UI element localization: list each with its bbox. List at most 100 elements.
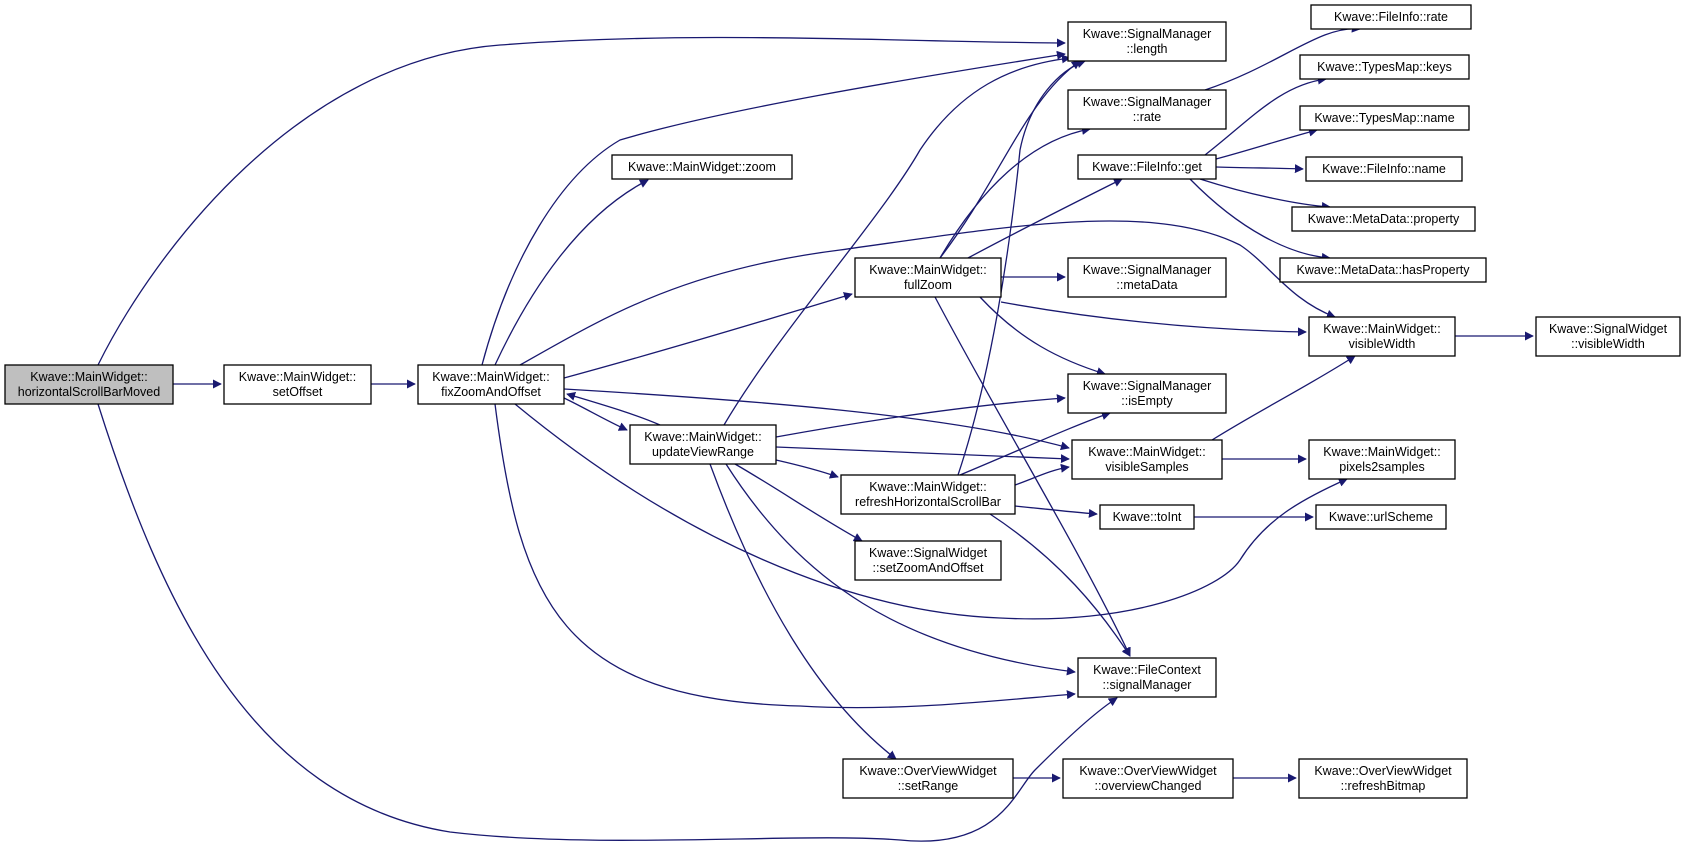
node-setRange[interactable]: Kwave::OverViewWidget::setRange <box>842 758 1014 799</box>
node-fiGet[interactable]: Kwave::FileInfo::get <box>1077 154 1217 180</box>
node-box[interactable] <box>854 540 1002 581</box>
node-label-line: ::overviewChanged <box>1094 779 1201 793</box>
node-box[interactable] <box>1305 156 1463 182</box>
node-fcSignalManager[interactable]: Kwave::FileContext::signalManager <box>1077 657 1217 698</box>
node-mdHasProperty[interactable]: Kwave::MetaData::hasProperty <box>1279 257 1487 283</box>
edge-fullZoom-to-visibleWidth <box>1000 301 1307 337</box>
node-pixels2samples[interactable]: Kwave::MainWidget::pixels2samples <box>1308 439 1456 480</box>
node-swVisibleWidth[interactable]: Kwave::SignalWidget::visibleWidth <box>1535 316 1681 357</box>
node-label-line: Kwave::SignalWidget <box>869 546 988 560</box>
node-box[interactable] <box>1071 439 1223 480</box>
node-label-line: Kwave::TypesMap::keys <box>1317 60 1452 74</box>
edge-fixZoom-to-zoom <box>494 179 649 366</box>
node-label-line: Kwave::MainWidget:: <box>869 480 986 494</box>
node-smMetaData[interactable]: Kwave::SignalManager::metaData <box>1067 257 1227 298</box>
node-label-line: ::rate <box>1133 110 1162 124</box>
node-tmKeys[interactable]: Kwave::TypesMap::keys <box>1299 54 1470 80</box>
node-fiRate[interactable]: Kwave::FileInfo::rate <box>1310 4 1472 30</box>
node-box[interactable] <box>1308 316 1456 357</box>
edge-fixZoom-to-visibleSamples <box>563 388 1070 451</box>
node-refreshBitmap[interactable]: Kwave::OverViewWidget::refreshBitmap <box>1298 758 1468 799</box>
node-overviewChanged[interactable]: Kwave::OverViewWidget::overviewChanged <box>1062 758 1234 799</box>
node-updateViewRange[interactable]: Kwave::MainWidget::updateViewRange <box>629 424 777 465</box>
node-label-line: pixels2samples <box>1339 460 1424 474</box>
node-fixZoom[interactable]: Kwave::MainWidget::fixZoomAndOffset <box>417 364 565 405</box>
edge-updateViewRange-to-visibleSamples <box>775 446 1070 464</box>
node-label-line: Kwave::OverViewWidget <box>859 764 997 778</box>
node-box[interactable] <box>1099 504 1195 530</box>
node-label-line: Kwave::SignalManager <box>1083 379 1212 393</box>
node-box[interactable] <box>611 154 793 180</box>
edge-updateViewRange-to-refreshHSB <box>775 459 839 479</box>
edge-hsbm-to-fcSignalManager <box>97 403 1118 842</box>
node-zoom[interactable]: Kwave::MainWidget::zoom <box>611 154 793 180</box>
edge-fullZoom-to-fcSignalManager <box>934 296 1131 657</box>
node-smLength[interactable]: Kwave::SignalManager::length <box>1067 21 1227 62</box>
node-box[interactable] <box>1310 4 1472 30</box>
node-box[interactable] <box>1077 154 1217 180</box>
node-box[interactable] <box>1299 54 1470 80</box>
edge-refreshHSB-to-visibleSamples <box>1014 463 1070 486</box>
node-refreshHSB[interactable]: Kwave::MainWidget::refreshHorizontalScro… <box>840 474 1016 515</box>
edge-fullZoom-to-smIsEmpty <box>979 296 1106 376</box>
node-label-line: fullZoom <box>904 278 952 292</box>
node-box[interactable] <box>842 758 1014 799</box>
edge-fixZoom-to-smLength <box>481 50 1066 366</box>
node-box[interactable] <box>1077 657 1217 698</box>
node-fiName[interactable]: Kwave::FileInfo::name <box>1305 156 1463 182</box>
node-box[interactable] <box>223 364 372 405</box>
node-box[interactable] <box>854 257 1002 298</box>
node-toInt[interactable]: Kwave::toInt <box>1099 504 1195 530</box>
node-box[interactable] <box>1067 89 1227 130</box>
node-box[interactable] <box>417 364 565 405</box>
node-box[interactable] <box>1315 504 1447 530</box>
node-urlScheme[interactable]: Kwave::urlScheme <box>1315 504 1447 530</box>
node-box[interactable] <box>1308 439 1456 480</box>
node-label-line: horizontalScrollBarMoved <box>18 385 160 399</box>
edge-fullZoom-to-smLength <box>939 60 1081 259</box>
nodes-layer: Kwave::MainWidget::horizontalScrollBarMo… <box>4 4 1681 799</box>
edge-fixZoom-to-fcSignalManager <box>494 403 1076 709</box>
edge-visibleSamples-to-visibleWidth <box>1211 355 1356 441</box>
node-label-line: Kwave::MainWidget:: <box>1088 445 1205 459</box>
edge-fixZoom-to-fullZoom <box>563 292 853 379</box>
node-label-line: ::refreshBitmap <box>1341 779 1426 793</box>
node-label-line: refreshHorizontalScrollBar <box>855 495 1001 509</box>
edge-hsbm-to-smLength <box>97 36 1066 366</box>
node-smIsEmpty[interactable]: Kwave::SignalManager::isEmpty <box>1067 373 1227 414</box>
node-box[interactable] <box>840 474 1016 515</box>
node-box[interactable] <box>1062 758 1234 799</box>
node-label-line: Kwave::MainWidget:: <box>1323 322 1440 336</box>
node-box[interactable] <box>1279 257 1487 283</box>
node-box[interactable] <box>1067 257 1227 298</box>
node-setOffset[interactable]: Kwave::MainWidget::setOffset <box>223 364 372 405</box>
edges-layer <box>97 23 1534 842</box>
node-label-line: fixZoomAndOffset <box>441 385 541 399</box>
node-fullZoom[interactable]: Kwave::MainWidget::fullZoom <box>854 257 1002 298</box>
node-label-line: Kwave::MainWidget:: <box>30 370 147 384</box>
node-box[interactable] <box>1067 373 1227 414</box>
node-box[interactable] <box>1067 21 1227 62</box>
node-box[interactable] <box>1298 758 1468 799</box>
node-label-line: ::visibleWidth <box>1571 337 1645 351</box>
node-label-line: Kwave::SignalManager <box>1083 263 1212 277</box>
node-label-line: Kwave::SignalManager <box>1083 27 1212 41</box>
node-box[interactable] <box>4 364 174 405</box>
node-label-line: Kwave::MetaData::hasProperty <box>1297 263 1471 277</box>
node-box[interactable] <box>629 424 777 465</box>
node-mdProperty[interactable]: Kwave::MetaData::property <box>1291 206 1476 232</box>
node-box[interactable] <box>1299 105 1470 131</box>
node-label-line: visibleWidth <box>1349 337 1416 351</box>
node-setZoomAndOffset[interactable]: Kwave::SignalWidget::setZoomAndOffset <box>854 540 1002 581</box>
node-tmName[interactable]: Kwave::TypesMap::name <box>1299 105 1470 131</box>
node-label-line: Kwave::TypesMap::name <box>1314 111 1454 125</box>
node-label-line: Kwave::MainWidget:: <box>432 370 549 384</box>
edge-updateViewRange-to-fcSignalManager <box>725 463 1076 676</box>
node-smRate[interactable]: Kwave::SignalManager::rate <box>1067 89 1227 130</box>
node-visibleWidth[interactable]: Kwave::MainWidget::visibleWidth <box>1308 316 1456 357</box>
node-hsbm[interactable]: Kwave::MainWidget::horizontalScrollBarMo… <box>4 364 174 405</box>
node-visibleSamples[interactable]: Kwave::MainWidget::visibleSamples <box>1071 439 1223 480</box>
node-box[interactable] <box>1535 316 1681 357</box>
node-box[interactable] <box>1291 206 1476 232</box>
edge-updateViewRange-to-fixZoom <box>566 392 661 426</box>
